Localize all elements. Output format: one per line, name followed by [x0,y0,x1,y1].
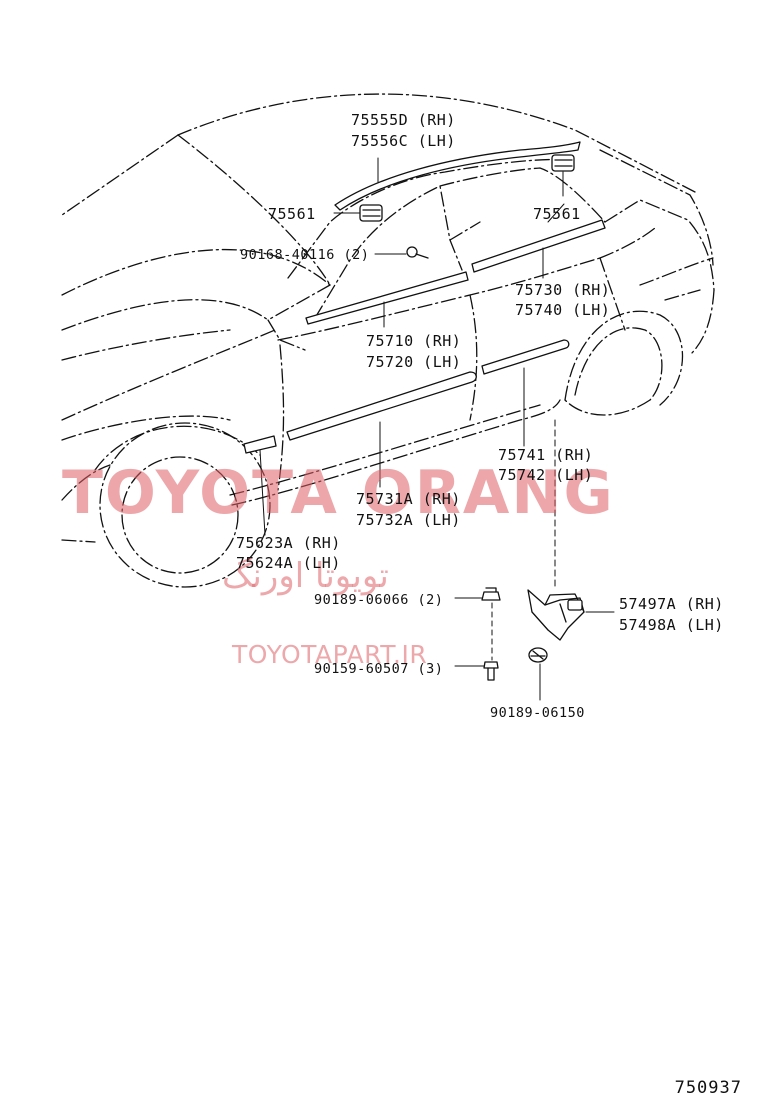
front-wheel [94,422,271,588]
screw-90168 [406,246,429,259]
label-roof-molding-rh: 75555D (RH) [351,111,456,129]
watermark-url: TOYOTAPART.IR [232,640,428,669]
front-door-molding [286,371,477,441]
nut-90189-06150 [528,647,548,663]
nut-90189-06066 [481,587,501,601]
label-mudguard-lh: 57498A (LH) [619,616,724,634]
label-nut: 90189-06066 (2) [314,592,444,608]
label-rear-door-molding-lh: 75742 (LH) [498,466,594,484]
roof-molding [334,141,581,211]
label-front-door-molding-rh: 75731A (RH) [356,490,461,508]
watermark-brand-persian: تویوتا اورنگ [222,556,389,596]
front-belt-molding [305,271,469,325]
bolt-90159 [483,661,499,681]
label-front-door-molding-lh: 75732A (LH) [356,511,461,529]
fender-molding [243,435,277,454]
rear-belt-molding [471,219,606,273]
car-body-outline [61,93,715,543]
label-mudguard-rh: 57497A (RH) [619,595,724,613]
rear-door-molding [481,339,570,375]
clip-rear [551,154,575,172]
label-front-belt-lh: 75720 (LH) [366,353,462,371]
label-rear-belt-lh: 75740 (LH) [515,301,611,319]
leader-lines [259,157,615,701]
label-bottom-nut: 90189-06150 [490,705,585,721]
label-screw: 90168-40116 (2) [240,247,370,263]
label-bolt: 90159-60507 (3) [314,661,444,677]
rear-wheel [564,310,684,416]
label-fender-molding-lh: 75624A (LH) [236,554,341,572]
label-fender-molding-rh: 75623A (RH) [236,534,341,552]
label-front-belt-rh: 75710 (RH) [366,332,462,350]
label-clip-front: 75561 [268,205,316,223]
clip-front [359,204,383,222]
label-rear-door-molding-rh: 75741 (RH) [498,446,594,464]
label-clip-rear: 75561 [533,205,581,223]
label-rear-belt-rh: 75730 (RH) [515,281,611,299]
label-roof-molding-lh: 75556C (LH) [351,132,456,150]
watermark-brand: TOYOTA ORANG [62,458,615,528]
mudguard [527,589,585,641]
diagram-code: 750937 [674,1078,742,1098]
